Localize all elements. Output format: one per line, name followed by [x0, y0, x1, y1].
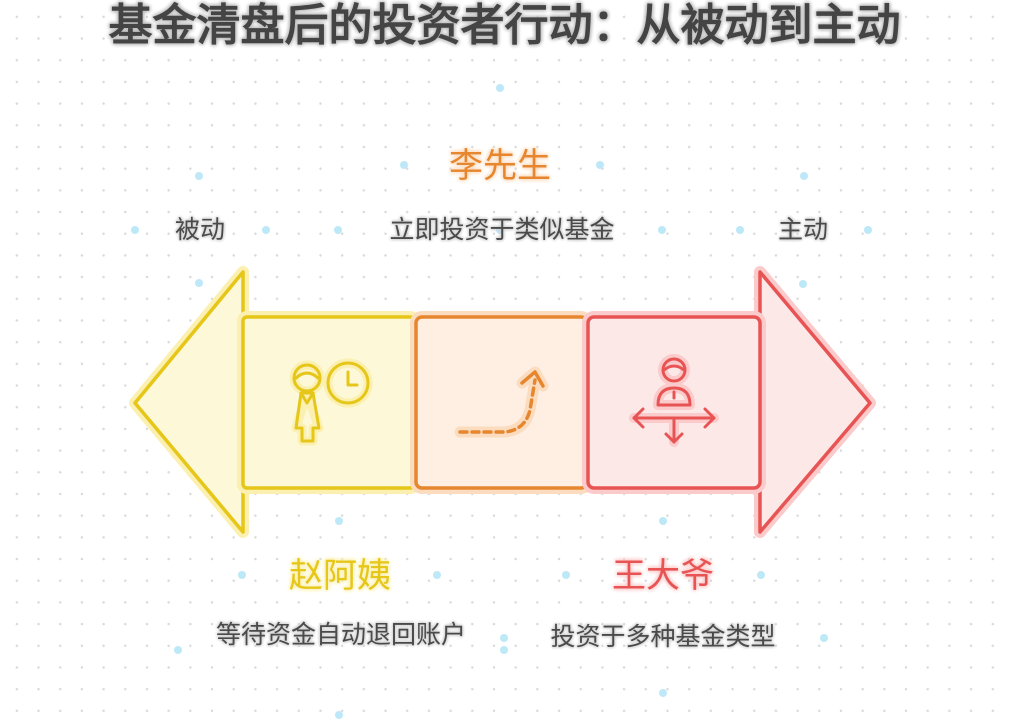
dashed-curved-arrow-icon	[454, 366, 549, 438]
right-arrowhead	[754, 266, 876, 538]
axis-label-passive: 被动	[174, 215, 225, 244]
investor-name-li: 李先生	[449, 146, 551, 186]
investor-name-wang: 王大爷	[612, 556, 714, 596]
diagram-title: 基金清盘后的投资者行动：从被动到主动	[108, 0, 901, 51]
investor-action-zhao: 等待资金自动退回账户	[215, 620, 466, 649]
axis-label-active: 主动	[777, 215, 828, 244]
box-li	[410, 311, 593, 494]
investor-action-li: 立即投资于类似基金	[389, 215, 615, 244]
person-multi-direction-icon	[629, 354, 719, 447]
woman-clock-icon	[289, 358, 373, 446]
investor-action-wang: 投资于多种基金类型	[550, 622, 776, 651]
investor-name-zhao: 赵阿姨	[289, 556, 391, 596]
left-arrowhead	[129, 266, 249, 538]
box-zhao	[237, 311, 420, 494]
decorative-dots	[131, 84, 872, 719]
